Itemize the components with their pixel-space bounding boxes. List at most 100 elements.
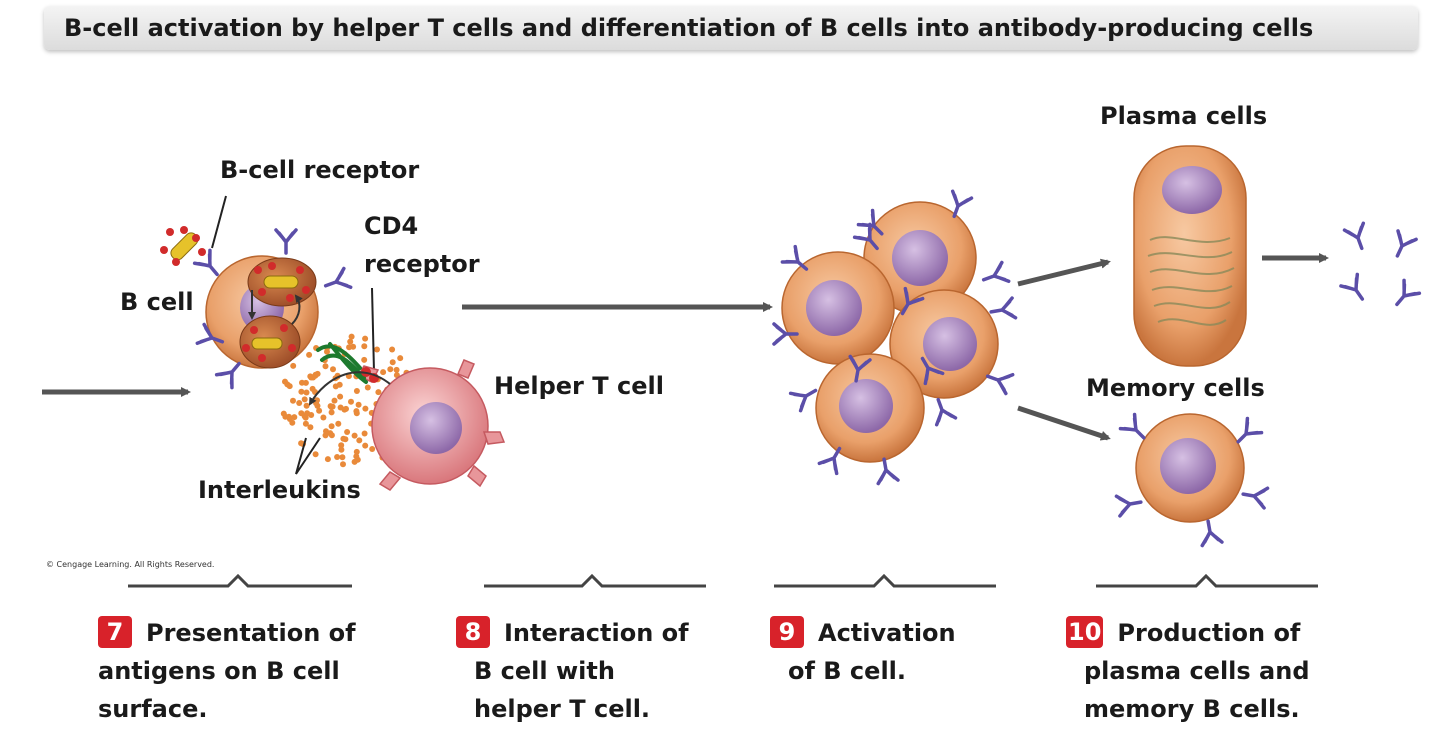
interleukin-dot — [364, 384, 371, 391]
process-arrow-3 — [1017, 258, 1111, 287]
title-bar: B-cell activation by helper T cells and … — [44, 6, 1418, 50]
interleukin-dot — [303, 389, 310, 396]
interleukin-dot — [353, 453, 360, 460]
interleukin-dot — [369, 446, 376, 452]
interleukin-dot — [356, 437, 363, 444]
interleukin-dot — [322, 363, 329, 370]
interleukin-dot — [312, 451, 319, 458]
interleukin-dot — [313, 400, 320, 407]
interleukin-dot — [351, 432, 358, 439]
b-cell-receptor-pointer — [211, 195, 227, 249]
stage-brace-7 — [128, 573, 352, 588]
interleukin-dot — [335, 420, 342, 427]
interleukin-dot — [353, 388, 360, 394]
cd4-receptor-complex — [316, 342, 379, 384]
interleukin-dot — [306, 351, 313, 358]
interleukin-dot — [334, 454, 341, 460]
step-text-line: Production of — [1117, 619, 1301, 647]
interleukin-dot — [348, 333, 355, 340]
label-plasma-cells: Plasma cells — [1100, 102, 1268, 130]
interleukin-dot — [361, 343, 368, 350]
interleukin-dot — [355, 401, 362, 408]
step-badge: 7 — [98, 616, 132, 648]
interleukin-dot — [361, 430, 368, 437]
interleukin-dot — [344, 429, 351, 435]
stage-brace-8 — [484, 573, 706, 588]
step-text-line: Interaction of — [504, 619, 689, 647]
stage-brace-10 — [1096, 573, 1318, 588]
interleukin-dot — [332, 383, 339, 390]
label-helper-t-cell: Helper T cell — [494, 372, 664, 400]
diagram-title: B-cell activation by helper T cells and … — [64, 14, 1314, 42]
process-arrow-4 — [1017, 405, 1111, 441]
interleukin-dot — [380, 369, 387, 376]
step-text-line: Presentation of — [146, 619, 356, 647]
plasma-cell — [1133, 145, 1247, 367]
step-text-line: Activation — [818, 619, 956, 647]
copyright-notice: © Cengage Learning. All Rights Reserved. — [46, 560, 215, 569]
cd4-receptor-pointer — [371, 287, 375, 373]
interleukin-dot — [299, 379, 305, 386]
interleukin-dot — [339, 454, 346, 461]
interleukin-dot — [393, 366, 400, 373]
interleukin-dot — [375, 389, 382, 396]
interleukin-dot — [362, 442, 369, 449]
interleukin-dot — [353, 408, 360, 415]
activated-b-cell — [781, 251, 895, 365]
interleukin-dot — [328, 409, 335, 416]
interleukin-dot — [327, 430, 334, 437]
label-receptor: receptor — [364, 250, 480, 278]
interleukin-dot — [296, 400, 303, 406]
interleukin-dot — [282, 378, 288, 385]
interleukin-dot — [303, 402, 310, 409]
interleukin-dot — [324, 456, 331, 463]
step-badge: 8 — [456, 616, 490, 648]
interleukin-dot — [362, 405, 369, 412]
step-text-line: plasma cells and — [1084, 657, 1310, 685]
interleukin-arrow — [309, 371, 391, 406]
activated-b-cell — [815, 353, 925, 463]
interleukin-dot — [389, 346, 396, 353]
interleukin-dot — [307, 424, 314, 431]
interleukin-dot — [353, 448, 360, 455]
label-b-cell-receptor: B-cell receptor — [220, 156, 420, 184]
step-text-line: antigens on B cell — [98, 657, 340, 685]
interleukin-dot — [338, 446, 345, 453]
activated-b-cell — [863, 201, 977, 315]
label-memory-cells: Memory cells — [1086, 374, 1265, 402]
interleukin-dot — [280, 410, 287, 417]
interleukin-dot — [362, 335, 369, 342]
memory-cell — [1114, 412, 1270, 548]
step-text-line: surface. — [98, 695, 208, 723]
interleukin-dot — [331, 397, 338, 404]
interleukin-dot — [314, 370, 321, 377]
interleukin-dot — [308, 412, 315, 418]
secreted-antibodies — [1339, 221, 1422, 313]
interleukin-dot — [298, 388, 305, 395]
interleukin-dot — [328, 404, 335, 410]
interleukin-dot — [302, 420, 309, 427]
interleukin-dot — [348, 398, 354, 405]
step-text-line: memory B cells. — [1084, 695, 1300, 723]
b-cell — [195, 228, 353, 390]
stage-brace-9 — [774, 573, 996, 588]
activated-b-cell — [889, 289, 999, 399]
interleukin-dot — [316, 407, 323, 414]
interleukins-pointer — [295, 437, 321, 475]
interleukin-dot — [397, 355, 404, 362]
label-b-cell: B cell — [120, 288, 194, 316]
interleukin-dot — [337, 404, 344, 411]
interleukin-dot — [301, 396, 308, 403]
interleukin-dot — [322, 432, 329, 439]
interleukin-dot — [374, 346, 380, 353]
interleukin-dot — [340, 461, 346, 468]
interleukin-dot — [286, 416, 293, 422]
interleukin-dot — [307, 373, 314, 380]
step-badge: 9 — [770, 616, 804, 648]
step-7-caption: 7 Presentation of antigens on B cell surf… — [98, 614, 356, 728]
interleukin-dot — [387, 366, 394, 373]
